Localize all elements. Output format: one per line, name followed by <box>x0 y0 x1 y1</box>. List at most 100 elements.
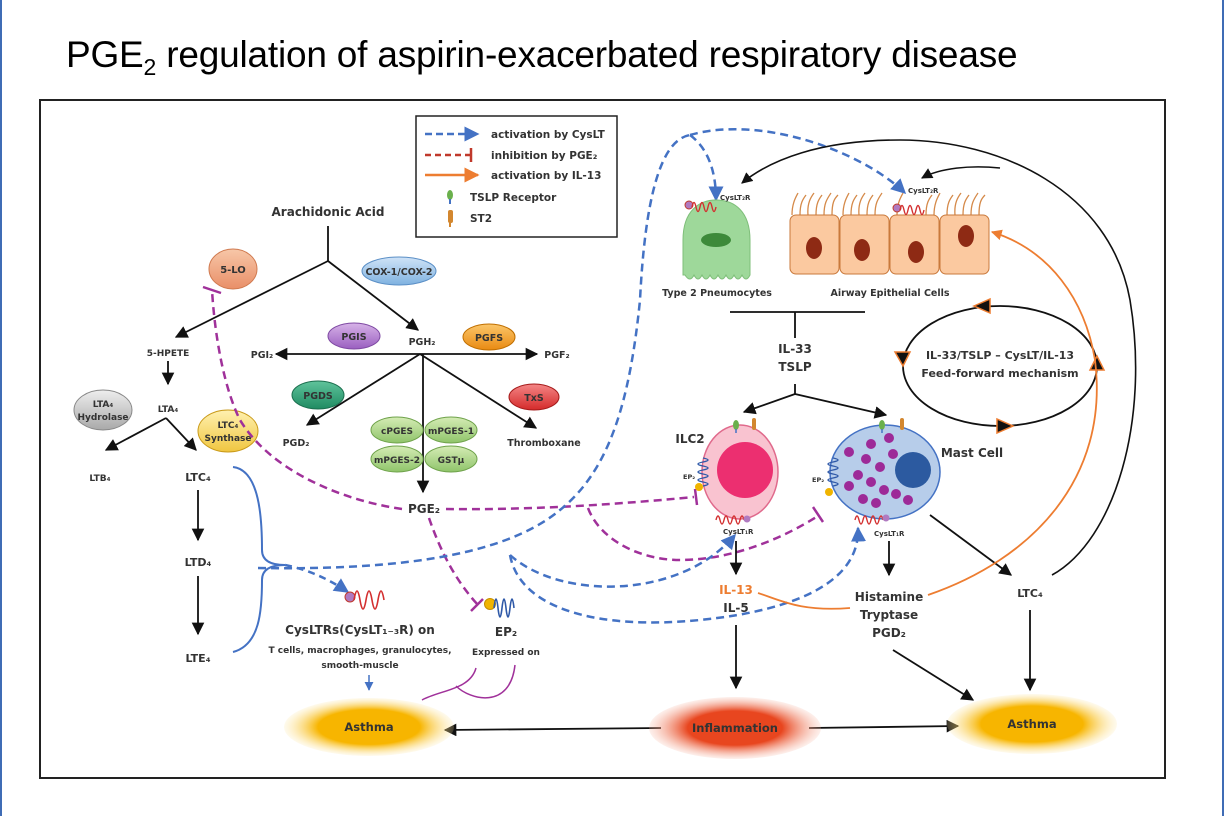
svg-text:LTC₄: LTC₄ <box>218 421 239 431</box>
enzyme-pgis: PGIS <box>327 322 381 350</box>
outcome-asthma-right: Asthma <box>947 694 1117 754</box>
label-ltc4-mediator: LTC₄ <box>1017 587 1043 600</box>
slide-title: PGE2 regulation of aspirin-exacerbated r… <box>66 34 1018 81</box>
label-pgd2: PGD₂ <box>283 438 310 449</box>
cyslt-activation-lines <box>257 127 907 624</box>
slide-edge-right <box>1222 0 1224 816</box>
il13-to-histamine-line <box>757 592 851 610</box>
label-ep2: EP₂ <box>495 625 517 639</box>
label-ilc2-ep2: EP₂ <box>683 473 695 481</box>
ltc4-feedback-arrows <box>741 139 1137 576</box>
pge2-inhibition-lines <box>210 289 819 606</box>
ltc4-to-pneumocyte-arrow <box>741 139 1137 576</box>
mast-cysltr-icon <box>854 514 890 525</box>
loop-arrowhead-left <box>893 351 912 368</box>
enzyme-cox: COX-1/COX-2 <box>361 256 437 286</box>
il13-activation-lines <box>757 229 1098 610</box>
legend-tslp-receptor-icon <box>447 190 453 204</box>
loop-arrowhead-bottom <box>996 417 1015 435</box>
svg-text:PGFS: PGFS <box>475 333 503 344</box>
label-ltb4: LTB₄ <box>89 474 110 484</box>
label-epithelial-cyslt2r: CysLT₂R <box>908 187 939 195</box>
svg-text:Asthma: Asthma <box>344 720 393 734</box>
ilc2-cell <box>695 418 779 525</box>
legend-box <box>415 115 618 238</box>
cyslt-to-mast <box>508 526 866 624</box>
ilc2-tslp-receptor-icon <box>733 420 739 433</box>
arrow-to-5hpete <box>174 260 329 338</box>
tbar-ep2 <box>470 598 484 612</box>
ep2-receptor-icon <box>484 598 515 618</box>
label-il5: IL-5 <box>723 601 748 615</box>
pge2-to-ilc2-inhibit <box>445 495 695 511</box>
cyslt-to-epithelial <box>689 127 907 195</box>
svg-text:Asthma: Asthma <box>1007 717 1056 731</box>
type2-pneumocyte-cell <box>682 199 751 280</box>
ilc2-cysltr-icon <box>715 515 751 525</box>
label-pgh2: PGH₂ <box>409 337 436 348</box>
arrow-to-pgd2 <box>305 353 421 426</box>
mast-to-ltc4-arrow <box>929 514 1013 576</box>
outcome-asthma-left: Asthma <box>284 698 454 756</box>
label-mast-ep2: EP₂ <box>812 476 824 484</box>
label-pgi2: PGI₂ <box>251 350 273 361</box>
cyslt-to-pneumocyte <box>689 134 724 202</box>
label-ep2-expressed: Expressed on <box>472 648 540 658</box>
svg-text:PGIS: PGIS <box>341 332 366 343</box>
arrow-to-ltc4 <box>165 417 197 451</box>
label-ilc2: ILC2 <box>675 432 704 446</box>
label-lte4: LTE₄ <box>185 652 210 665</box>
label-ilc2-cysltr: CysLT₁R <box>723 528 754 536</box>
loop-arrowhead-right <box>1088 354 1106 371</box>
label-lta4: LTA₄ <box>158 405 179 415</box>
label-mast-cell: Mast Cell <box>941 446 1003 460</box>
il33-tslp-connector <box>730 311 888 419</box>
label-pneumocyte-cyslt2r: CysLT₂R <box>720 194 751 202</box>
airway-epithelial-cells <box>789 192 990 275</box>
pgd2-to-asthma-arrow <box>892 649 975 701</box>
label-arachidonic-acid: Arachidonic Acid <box>272 205 385 219</box>
mast-cell <box>825 418 941 525</box>
legend-label-inhibition-pge2: inhibition by PGE₂ <box>491 150 598 162</box>
legend-label-st2: ST2 <box>470 213 492 225</box>
label-pgd2-mediator: PGD₂ <box>872 626 906 640</box>
label-cysltrs: CysLTRs(CysLT₁₋₃R) on <box>285 623 435 637</box>
inflammation-to-asthma-right-arrow <box>808 719 960 733</box>
svg-text:Inflammation: Inflammation <box>692 721 778 735</box>
legend-label-tslp-receptor: TSLP Receptor <box>470 192 557 204</box>
label-cysltrs-smooth-muscle: smooth-muscle <box>321 661 398 671</box>
legend: activation by CysLT inhibition by PGE₂ a… <box>415 115 618 238</box>
tbar-ilc2 <box>693 488 699 506</box>
legend-label-activation-cyslt: activation by CysLT <box>491 129 606 141</box>
label-feed-forward-line1: IL-33/TSLP – CysLT/IL-13 <box>926 349 1074 362</box>
pathway-arrows <box>104 226 539 636</box>
tbar-mast <box>811 506 825 523</box>
title-rest: regulation of aspirin-exacerbated respir… <box>156 34 1018 75</box>
enzyme-mpges2: mPGES-2 <box>370 445 424 473</box>
svg-text:GSTμ: GSTμ <box>438 456 465 466</box>
label-feed-forward-line2: Feed-forward mechanism <box>921 367 1078 380</box>
enzyme-gstmu: GSTμ <box>424 445 478 473</box>
label-mast-cysltr: CysLT₁R <box>874 530 905 538</box>
label-thromboxane: Thromboxane <box>507 438 580 449</box>
svg-text:mPGES-2: mPGES-2 <box>374 456 420 466</box>
label-tryptase: Tryptase <box>860 608 918 622</box>
enzyme-cpges: cPGES <box>370 416 424 444</box>
svg-text:Hydrolase: Hydrolase <box>77 413 128 423</box>
ep2-brace <box>421 664 516 701</box>
pge2-to-mast-inhibit <box>586 507 819 562</box>
svg-text:COX-1/COX-2: COX-1/COX-2 <box>365 267 432 278</box>
enzyme-mpges1: mPGES-1 <box>424 416 478 444</box>
mast-cell-granules <box>844 433 913 508</box>
slide-edge-left <box>0 0 2 816</box>
outcome-inflammation: Inflammation <box>649 697 821 759</box>
legend-st2-icon <box>448 210 453 227</box>
label-ltc4: LTC₄ <box>185 471 211 484</box>
loop-arrowhead-top <box>972 297 991 315</box>
title-subscript: 2 <box>143 54 157 80</box>
arrow-to-thromboxane <box>419 353 538 429</box>
pge2-to-ep2-inhibit <box>427 517 479 606</box>
